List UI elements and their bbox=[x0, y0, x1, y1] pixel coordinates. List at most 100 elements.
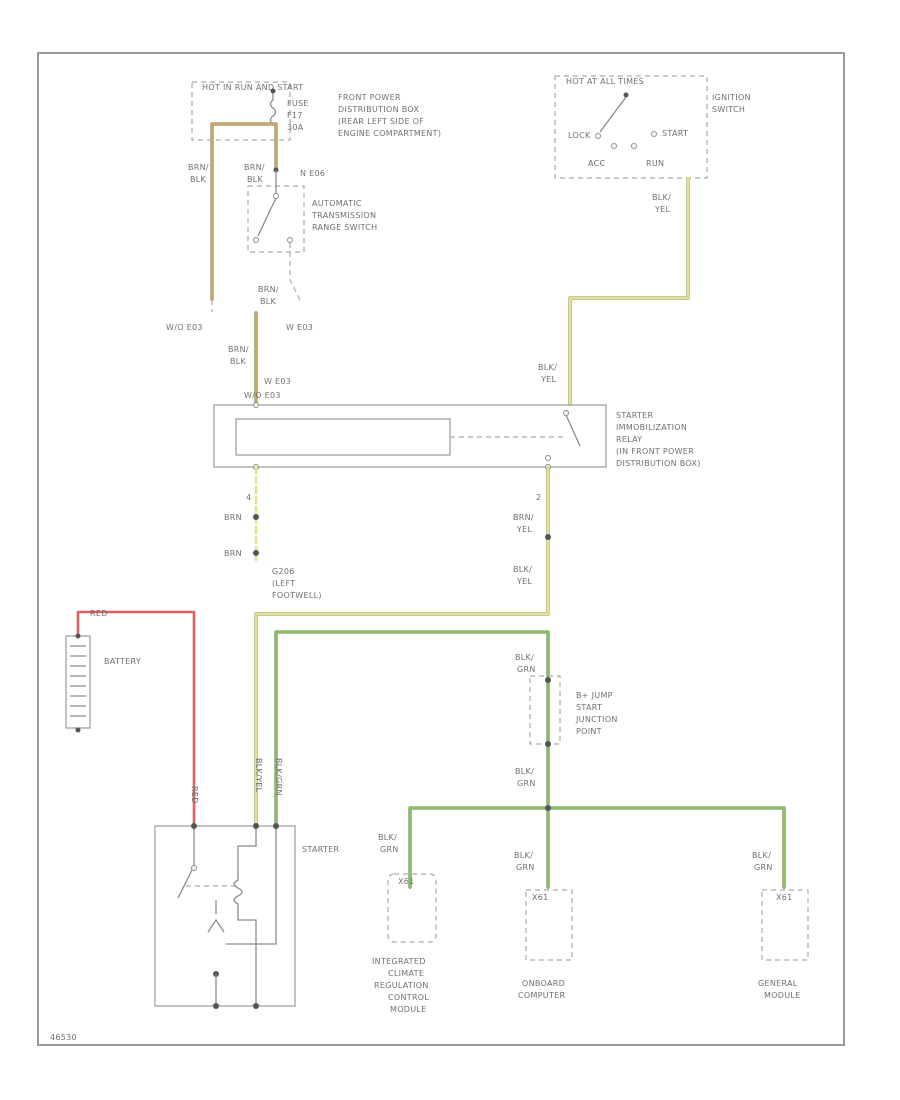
conn-wo-e03-label: W/O E03 bbox=[244, 391, 281, 400]
starter-label: STARTER bbox=[302, 845, 340, 854]
blk-grn-upper-c1: BLK/ bbox=[515, 653, 534, 662]
blk-grn-branch-bus bbox=[408, 806, 786, 890]
brn-blk-wire-left bbox=[210, 122, 278, 302]
ignition-run-label: RUN bbox=[646, 159, 664, 168]
front-power-dist-l4: ENGINE COMPARTMENT) bbox=[338, 129, 441, 138]
relay-l4: (IN FRONT POWER bbox=[616, 447, 694, 456]
ground-icon bbox=[213, 1003, 219, 1009]
jump-start-junction-box bbox=[529, 675, 561, 745]
relay-switch-icon bbox=[545, 410, 581, 461]
icrcm-l2: CLIMATE bbox=[388, 969, 424, 978]
ignition-switch-box bbox=[554, 75, 708, 179]
general-module-box bbox=[761, 889, 809, 961]
brn-label-upper: BRN bbox=[224, 513, 242, 522]
ig-wire-color1: BLK/ bbox=[652, 193, 671, 202]
battery-label: BATTERY bbox=[104, 657, 141, 666]
figure-id: 46530 bbox=[50, 1033, 77, 1042]
starter-wire-blk-yel: BLK/YEL bbox=[254, 758, 263, 793]
icrcm-pin: X61 bbox=[398, 877, 415, 886]
starter-motor bbox=[154, 825, 296, 1007]
brn-label-lower: BRN bbox=[224, 549, 242, 558]
blk-grn-obc-c2: GRN bbox=[516, 863, 535, 872]
blk-grn-obc-c1: BLK/ bbox=[514, 851, 533, 860]
relay-l3: RELAY bbox=[616, 435, 643, 444]
blk-grn-upper-c2: GRN bbox=[517, 665, 536, 674]
brn-blk-left-color2: BLK bbox=[190, 175, 207, 184]
blk-yel-wire-starter bbox=[254, 465, 550, 828]
ignition-switch-icon bbox=[595, 92, 657, 149]
blk-yel-wire-ignition bbox=[568, 176, 690, 407]
diagram-frame bbox=[37, 52, 845, 1046]
switch-icon bbox=[253, 170, 293, 243]
blk-grn-icrcm-c2: GRN bbox=[380, 845, 399, 854]
gm-l2: MODULE bbox=[764, 991, 801, 1000]
relay-coil bbox=[235, 418, 451, 456]
obc-pin: X61 bbox=[532, 893, 549, 902]
blk-grn-icrcm-c1: BLK/ bbox=[378, 833, 397, 842]
icrcm-l1: INTEGRATED bbox=[372, 957, 426, 966]
starter-immobilization-relay bbox=[213, 404, 607, 468]
obc-l2: COMPUTER bbox=[518, 991, 566, 1000]
connector-icon bbox=[253, 514, 259, 520]
wire-brn-blk-4-c2: BLK bbox=[230, 357, 247, 366]
hot-in-run-start-label: HOT IN RUN AND START bbox=[202, 83, 303, 92]
conn-n-e06-label: N E06 bbox=[300, 169, 325, 178]
battery-icon bbox=[65, 633, 91, 733]
gm-l1: GENERAL bbox=[758, 979, 798, 988]
conn-w-e03b-label: W E03 bbox=[286, 323, 313, 332]
ignition-start-label: START bbox=[662, 129, 688, 138]
brn-blk-left-color1: BRN/ bbox=[188, 163, 209, 172]
brn-blk-mid-color2: BLK bbox=[247, 175, 264, 184]
blk-grn-wire-b-plus bbox=[274, 630, 550, 828]
g206-l3: FOOTWELL) bbox=[272, 591, 322, 600]
conn-w-e03-label: W/O E03 bbox=[166, 323, 203, 332]
conn-w-e03c-label: W E03 bbox=[264, 377, 291, 386]
fuse-icon bbox=[269, 88, 277, 125]
relay-l5: DISTRIBUTION BOX) bbox=[616, 459, 701, 468]
icrcm-l5: MODULE bbox=[390, 1005, 427, 1014]
blk-grn-gm-c2: GRN bbox=[754, 863, 773, 872]
ignition-acc-label: ACC bbox=[588, 159, 606, 168]
fuse-number: F17 bbox=[287, 111, 303, 120]
brn-blk-mid-color1: BRN/ bbox=[244, 163, 265, 172]
onboard-computer-box bbox=[525, 889, 573, 961]
icrcm-l3: REGULATION bbox=[374, 981, 429, 990]
trans-switch-l3: RANGE SWITCH bbox=[312, 223, 377, 232]
icrcm-module-box bbox=[387, 873, 437, 943]
brn-yel-c1: BRN/ bbox=[513, 513, 534, 522]
blk-yel-relay-c2: YEL bbox=[540, 375, 557, 384]
fuse-label: FUSE bbox=[287, 99, 309, 108]
blk-yel-lower-c2: YEL bbox=[516, 577, 533, 586]
relay-l2: IMMOBILIZATION bbox=[616, 423, 687, 432]
gm-pin: X61 bbox=[776, 893, 793, 902]
front-power-dist-l2: DISTRIBUTION BOX bbox=[338, 105, 419, 114]
splice-dot-icon-main bbox=[545, 805, 551, 811]
blk-yel-relay-c1: BLK/ bbox=[538, 363, 557, 372]
relay-l1: STARTER bbox=[616, 411, 654, 420]
jump-start-l4: POINT bbox=[576, 727, 602, 736]
battery-wire-top-label: RED bbox=[90, 609, 108, 618]
obc-l1: ONBOARD bbox=[522, 979, 565, 988]
trans-switch-l2: TRANSMISSION bbox=[311, 211, 376, 220]
red-battery-cable bbox=[76, 610, 196, 828]
jump-start-l3: JUNCTION bbox=[575, 715, 618, 724]
hot-at-all-times-label: HOT AT ALL TIMES bbox=[566, 77, 644, 86]
ignition-switch-l1: IGNITION bbox=[712, 93, 751, 102]
icrcm-l4: CONTROL bbox=[388, 993, 429, 1002]
blk-grn-mid-c2: GRN bbox=[517, 779, 536, 788]
blk-grn-gm-c1: BLK/ bbox=[752, 851, 771, 860]
ignition-switch-l2: SWITCH bbox=[712, 105, 745, 114]
g206-l1: G206 bbox=[272, 567, 295, 576]
jump-start-l2: START bbox=[576, 703, 602, 712]
jump-start-l1: B+ JUMP bbox=[576, 691, 613, 700]
wire-brn-blk-3-c2: BLK bbox=[260, 297, 277, 306]
wire-brn-blk-4-c1: BRN/ bbox=[228, 345, 249, 354]
front-power-dist-l1: FRONT POWER bbox=[338, 93, 401, 102]
g206-l2: (LEFT bbox=[272, 579, 295, 588]
front-power-distribution-box bbox=[191, 81, 291, 141]
front-power-dist-l3: (REAR LEFT SIDE OF bbox=[338, 117, 424, 126]
battery-wire-bottom-label: RED bbox=[190, 786, 199, 804]
wire-brn-blk-3-c1: BRN/ bbox=[258, 285, 279, 294]
fuse-rating: 30A bbox=[287, 123, 304, 132]
